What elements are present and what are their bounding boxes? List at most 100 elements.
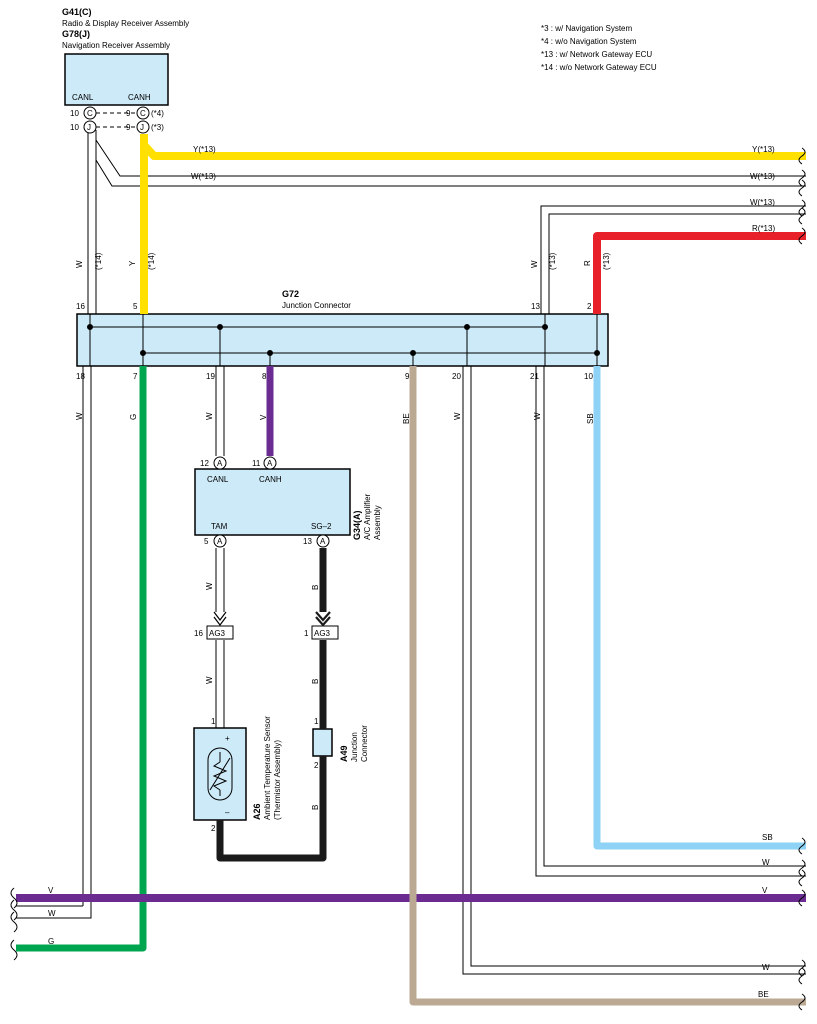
conn-c-right: C [140, 109, 146, 118]
r13-right: R(*13) [752, 224, 775, 233]
note-4: *4 : w/o Navigation System [541, 37, 637, 46]
sensor-pin2: 2 [211, 824, 216, 833]
lbl-s13-b: (*13) [602, 252, 611, 270]
pin-9b: 9 [126, 123, 131, 132]
a26-id: A26 [252, 803, 262, 820]
junction-connector-a49-box [312, 728, 333, 757]
ag3-pin1: 1 [304, 629, 309, 638]
lbl-w-18: W [75, 412, 84, 420]
acamp-pin13: 13 [303, 537, 312, 546]
yellow-wire [140, 134, 806, 314]
a49-pin2: 2 [314, 761, 319, 770]
left-break-marks [10, 887, 18, 961]
ag3-pin16: 16 [194, 629, 203, 638]
lbl-w-right: W [530, 260, 539, 268]
sensor-minus: – [225, 808, 230, 817]
skyblue-wire [593, 366, 806, 850]
ag3-connector-right [311, 625, 339, 640]
g72-pin16: 16 [76, 302, 85, 311]
acamp-pin5: 5 [204, 537, 209, 546]
g78-name: Navigation Receiver Assembly [62, 41, 170, 50]
y13-right: Y(*13) [752, 145, 775, 154]
g72-pin2: 2 [587, 302, 592, 311]
thermistor-icon [207, 747, 233, 801]
sensor-plus: + [225, 734, 230, 743]
g72-pin10: 10 [584, 372, 593, 381]
red-wire [593, 232, 806, 314]
g41-id: G41(C) [62, 7, 92, 17]
g72-pin7: 7 [133, 372, 138, 381]
navigation-receiver-box [64, 53, 169, 106]
a26-name2: (Thermistor Assembly) [273, 740, 282, 820]
lbl-w-left: W [48, 909, 56, 918]
g34-name2: Assembly [373, 505, 382, 540]
lbl-w-ag3: W [205, 676, 214, 684]
acamp-canh: CANH [259, 475, 282, 484]
black-wire [216, 548, 327, 862]
lbl-w-bottom: W [762, 963, 770, 972]
w13-left: W(*13) [191, 172, 216, 181]
note-13: *13 : w/ Network Gateway ECU [541, 50, 652, 59]
beige-wire [409, 366, 806, 1006]
note-3: *3 : w/ Navigation System [541, 24, 632, 33]
acamp-pin12: 12 [200, 459, 209, 468]
a49-id: A49 [339, 745, 349, 762]
lbl-w-20: W [453, 412, 462, 420]
nav-canl-label: CANL [72, 93, 94, 102]
g72-pin5: 5 [133, 302, 138, 311]
conn-j-right: J [140, 123, 144, 132]
colored-wires [16, 134, 806, 1006]
g72-pin8: 8 [262, 372, 267, 381]
g72-id: G72 [282, 289, 299, 299]
g72-name: Junction Connector [282, 301, 351, 310]
green-wire [16, 366, 147, 952]
acamp-conn-a4: A [320, 537, 326, 546]
y13-left: Y(*13) [193, 145, 216, 154]
g72-pin9: 9 [405, 372, 410, 381]
pin-10a: 10 [70, 109, 79, 118]
acamp-conn-a2: A [267, 459, 273, 468]
lbl-w-19: W [205, 412, 214, 420]
acamp-canl: CANL [207, 475, 229, 484]
ag3-label-right: AG3 [314, 629, 331, 638]
lbl-s14-b: (*14) [147, 252, 156, 270]
lbl-r-top: R [583, 260, 592, 266]
lbl-g-left: G [48, 937, 54, 946]
acamp-conn-a1: A [217, 459, 223, 468]
acamp-tam: TAM [211, 522, 228, 531]
ac-amplifier-box [194, 468, 351, 536]
lbl-w-tam: W [205, 582, 214, 590]
a49-name2: Connector [360, 725, 369, 762]
lbl-w-right-bus: W [762, 858, 770, 867]
a49-pin1: 1 [314, 717, 319, 726]
lbl-sb-10: SB [586, 413, 595, 424]
pin-10b: 10 [70, 123, 79, 132]
lbl-w-21: W [533, 412, 542, 420]
lbl-sb-right: SB [762, 833, 773, 842]
lbl-v-left: V [48, 886, 54, 895]
g34-name: A/C Amplifier [363, 493, 372, 540]
ag3-arrows [213, 611, 227, 626]
white-wires [16, 112, 806, 975]
w13-right: W(*13) [750, 172, 775, 181]
g72-pin19: 19 [206, 372, 215, 381]
g72-pin20: 20 [452, 372, 461, 381]
ag3-label-left: AG3 [209, 629, 226, 638]
right-break-marks [798, 147, 806, 1011]
acamp-sg2: SG–2 [311, 522, 332, 531]
nav-canh-label: CANH [128, 93, 151, 102]
lbl-y-top: Y [128, 260, 137, 266]
lbl-be-9: BE [402, 413, 411, 424]
a26-name: Ambient Temperature Sensor [263, 716, 272, 820]
lbl-w-top: W [75, 260, 84, 268]
lbl-g-7: G [129, 414, 138, 420]
g72-pin21: 21 [530, 372, 539, 381]
lbl-v-right: V [762, 886, 768, 895]
acamp-conn-a3: A [217, 537, 223, 546]
note-14: *14 : w/o Network Gateway ECU [541, 63, 657, 72]
g72-pin13: 13 [531, 302, 540, 311]
lbl-s14-a: (*14) [94, 252, 103, 270]
lbl-be-bottom: BE [758, 990, 769, 999]
lbl-s13-a: (*13) [548, 252, 557, 270]
